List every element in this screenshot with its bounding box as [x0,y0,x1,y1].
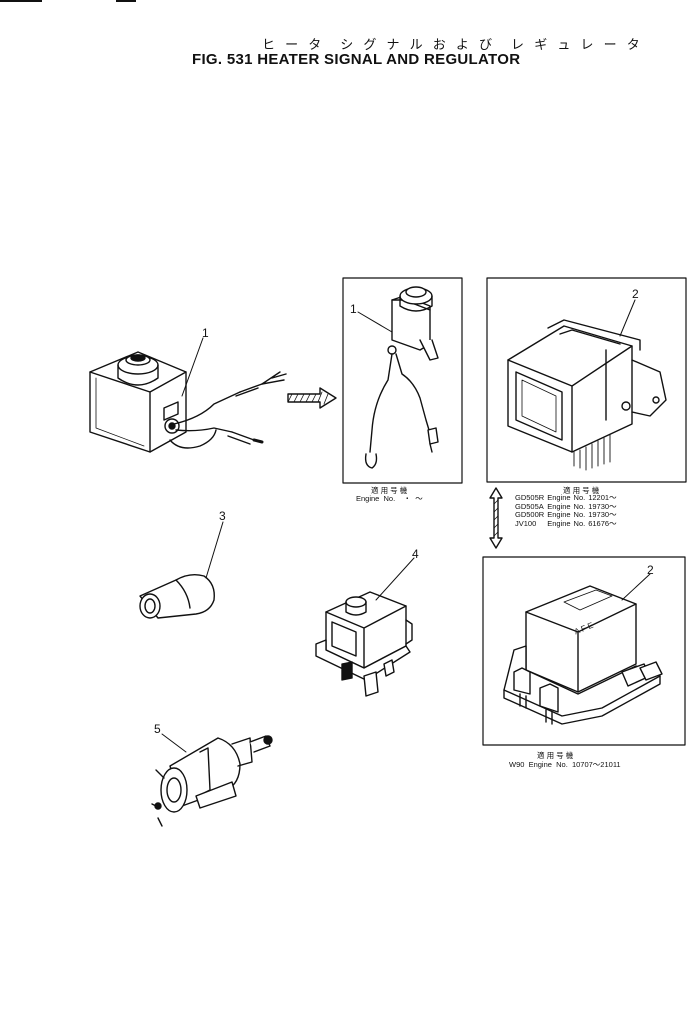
relay-drawing [315,591,413,697]
inset-frame-1 [342,277,463,484]
inset2-engine-table: GD505R Engine No. 12201～ GD505A Engine N… [515,493,620,529]
callout-2-top: 2 [632,287,639,301]
inset3-applicable-label: 適 用 号 機 [537,751,574,760]
serial-cell: 19730～ [588,510,617,519]
engine-cell: Engine [547,501,571,511]
inset3-engine-line: W90 Engine No. 10707～21011 [509,760,621,769]
leader-lines [161,299,651,753]
figure-title: FIG. 531 HEATER SIGNAL AND REGULATOR [192,51,521,68]
callout-4: 4 [412,547,419,561]
figure-title-japanese: ヒ ー タ シ グ ナ ル お よ び レ ギ ュ レ ー タ [262,38,643,53]
model-cell: JV100 [515,518,537,528]
engine-cell: Engine [547,493,571,502]
serial-cell: 61676～ [588,518,617,528]
engine-row: GD500R Engine No. 19730～ [515,510,620,520]
no-cell: No. [573,510,586,519]
engine-row: GD505A Engine No. 19730～ [515,501,620,512]
no-cell: No. [573,501,586,511]
inset2-applicable-label: 適 用 号 機 [563,486,600,495]
direction-arrow [287,387,337,409]
inset-frame-2 [486,277,687,483]
engine-cell: Engine [547,518,571,528]
heater-signal-alt-drawing [364,286,439,469]
solenoid-drawing [151,735,273,827]
model-cell: GD505A [515,501,544,511]
corner-mark-left [0,0,42,2]
inset-frame-3 [482,556,686,746]
heater-signal-drawing [89,351,287,453]
inset1-applicable-label: 適 用 号 機 [371,486,408,495]
engine-row: GD505R Engine No. 12201～ [515,493,620,503]
alternative-arrow [489,487,503,549]
callout-2-bottom: 2 [647,563,654,577]
rubber-cap-drawing [139,573,215,619]
callout-1-inset: 1 [350,302,357,316]
serial-cell: 19730～ [588,501,617,511]
regulator-drawing [507,319,667,471]
regulator-alt-drawing [503,585,663,725]
callout-1-main: 1 [202,326,209,340]
no-cell: No. [573,493,586,502]
corner-mark-right [116,0,136,2]
model-cell: GD500R [515,510,545,519]
no-cell: No. [573,518,586,528]
model-cell: GD505R [515,493,545,502]
engine-row: JV100 Engine No. 61676～ [515,518,620,529]
serial-cell: 12201～ [588,493,617,502]
engine-cell: Engine [547,510,571,519]
callout-5: 5 [154,722,161,736]
callout-3: 3 [219,509,226,523]
inset1-engine-line: Engine No. ・ ～ [356,494,423,503]
